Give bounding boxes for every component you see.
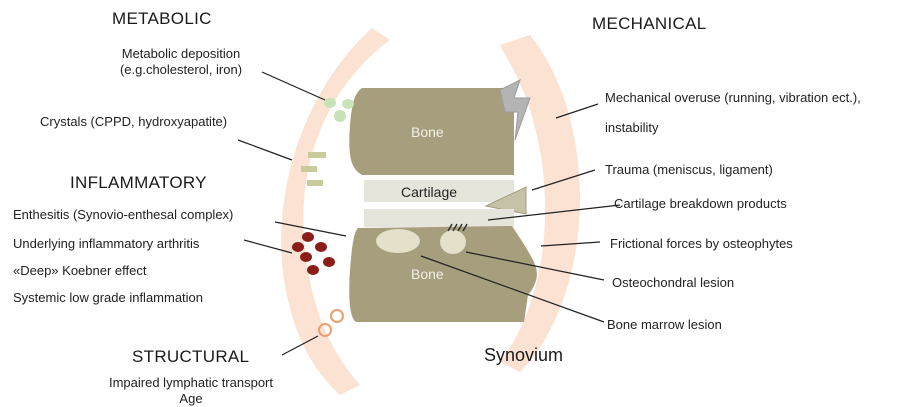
inflammatory-cell (307, 265, 319, 275)
metabolic-deposition-line2: (e.g.cholesterol, iron) (86, 62, 276, 78)
koebner-label: «Deep» Koebner effect (13, 263, 146, 279)
frictional-forces-label: Frictional forces by osteophytes (610, 236, 793, 252)
inflammatory-cell (323, 257, 335, 267)
bone-top-label: Bone (411, 124, 444, 140)
heading-structural: STRUCTURAL (132, 347, 249, 367)
cartilage-breakdown-label: Cartilage breakdown products (614, 196, 787, 212)
metabolic-dot (342, 99, 354, 109)
heading-metabolic: METABOLIC (112, 9, 212, 29)
metabolic-dot (334, 110, 346, 122)
bone-marrow-lesion (376, 229, 420, 253)
structural-ring (331, 310, 343, 322)
bone-marrow-lesion-label: Bone marrow lesion (607, 317, 722, 333)
bone-bottom-label: Bone (411, 266, 444, 282)
instability-label: instability (605, 120, 658, 136)
inflammatory-cell (302, 232, 314, 242)
inflammatory-cell (315, 242, 327, 252)
inflammatory-arthritis-label: Underlying inflammatory arthritis (13, 236, 199, 252)
osteochondral-lesion (440, 230, 466, 254)
age-line: Age (86, 391, 296, 407)
enthesitis-label: Enthesitis (Synovio-enthesal complex) (13, 207, 233, 223)
metabolic-deposition-line1: Metabolic deposition (86, 46, 276, 62)
osteochondral-lesion-label: Osteochondral lesion (612, 275, 734, 291)
cartilage-lower (364, 209, 514, 227)
heading-inflammatory: INFLAMMATORY (70, 173, 207, 193)
inflammatory-cell (292, 242, 304, 252)
synovium-label: Synovium (484, 345, 563, 366)
crystal (307, 180, 323, 186)
metabolic-deposition-label: Metabolic deposition (e.g.cholesterol, i… (86, 46, 276, 78)
lymphatic-label: Impaired lymphatic transport Age (86, 375, 296, 407)
metabolic-dot (324, 98, 336, 108)
crystal (308, 152, 326, 158)
lymphatic-line: Impaired lymphatic transport (86, 375, 296, 391)
inflammatory-cell (300, 252, 312, 262)
heading-mechanical: MECHANICAL (592, 14, 706, 34)
mechanical-overuse-label: Mechanical overuse (running, vibration e… (605, 90, 861, 106)
cartilage-label: Cartilage (401, 184, 457, 200)
systemic-inflammation-label: Systemic low grade inflammation (13, 290, 203, 306)
crystal (301, 166, 317, 172)
trauma-label: Trauma (meniscus, ligament) (605, 162, 773, 178)
crystals-label: Crystals (CPPD, hydroxyapatite) (40, 114, 227, 130)
